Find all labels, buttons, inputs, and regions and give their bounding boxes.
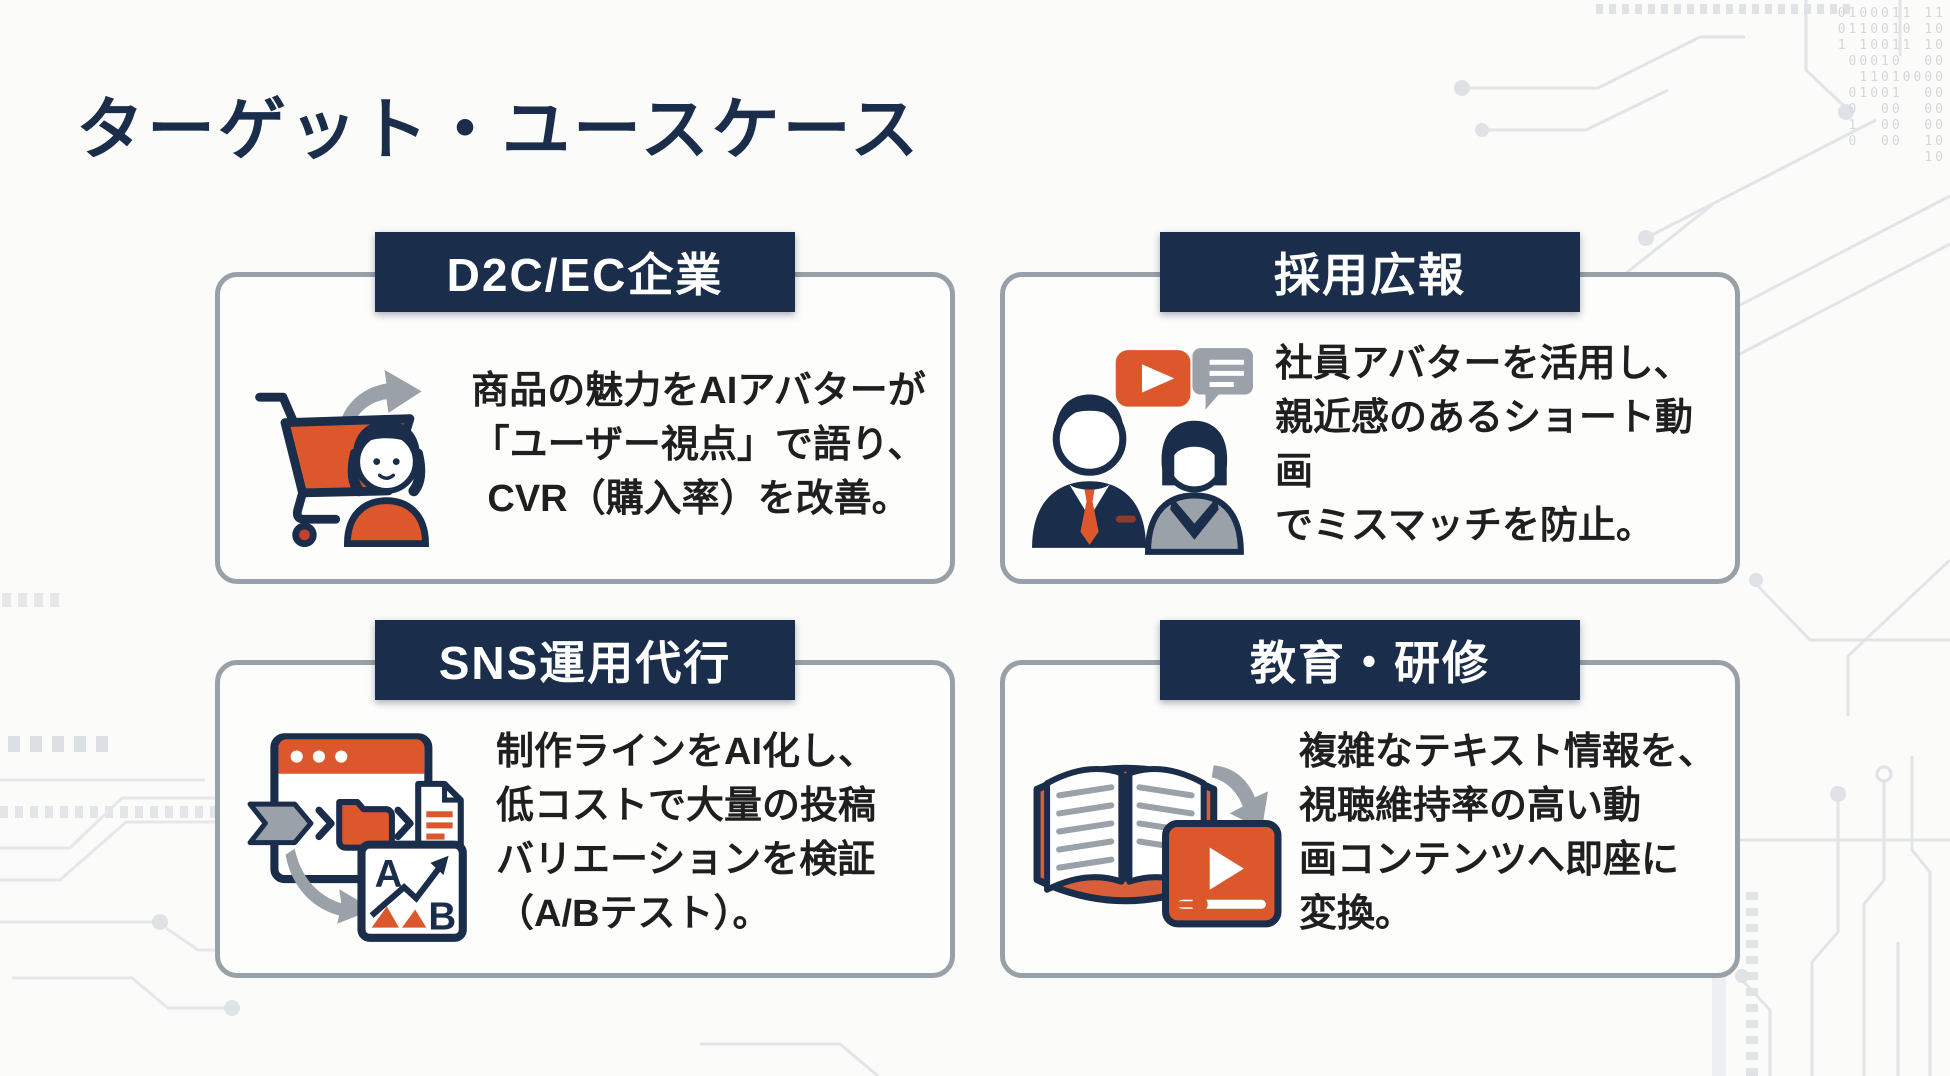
page-title: ターゲット・ユースケース	[76, 92, 922, 168]
card-body-d2c-ec: 商品の魅力をAIアバターが 「ユーザー視点」で語り、 CVR（購入率）を改善。	[471, 370, 926, 520]
card-header-sns-operation: SNS運用代行	[375, 620, 795, 700]
employees-video-icon	[1027, 338, 1259, 555]
card-header-d2c-ec: D2C/EC企業	[375, 232, 795, 312]
card-header-education-training: 教育・研修	[1160, 620, 1580, 700]
card-body-education-training: 複雑なテキスト情報を、 視聴維持率の高い動 画コンテンツへ即座に 変換。	[1299, 731, 1716, 935]
card-recruiting-pr: 採用広報 社員アバターを活用し、 親近感のあるショ	[1000, 232, 1740, 584]
workflow-ab-test-icon: A B	[242, 715, 480, 953]
cart-avatar-icon	[242, 344, 447, 549]
card-body-sns-operation: 制作ラインをAI化し、 低コストで大量の投稿 バリエーションを検証 （A/Bテス…	[496, 731, 877, 935]
card-education-training: 教育・研修	[1000, 620, 1740, 978]
card-d2c-ec: D2C/EC企業 商品の魅力をAIアバターが 「ユーザー視点」で語り、 CVR（…	[215, 232, 955, 584]
card-header-recruiting-pr: 採用広報	[1160, 232, 1580, 312]
card-sns-operation: SNS運用代行 A B	[215, 620, 955, 978]
svg-text:B: B	[428, 896, 456, 939]
card-body-recruiting-pr: 社員アバターを活用し、 親近感のあるショート動画 でミスマッチを防止。	[1275, 343, 1694, 547]
book-to-video-icon	[1027, 731, 1283, 937]
